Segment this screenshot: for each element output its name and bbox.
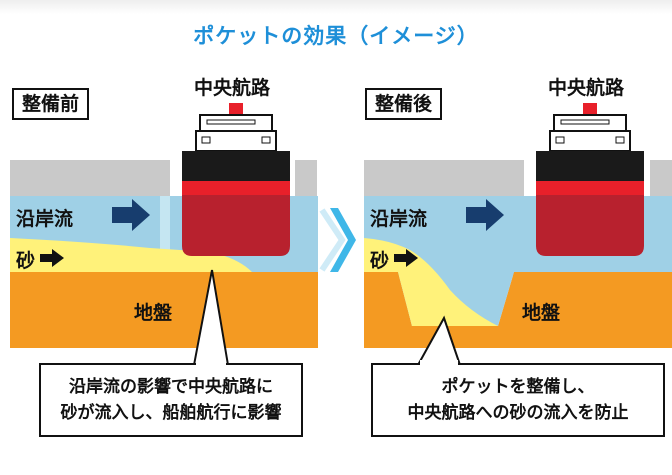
before-water-light — [160, 196, 170, 276]
after-current-arrow-icon — [466, 199, 504, 231]
after-caption-line1: ポケットを整備し、 — [441, 377, 595, 397]
before-ship-cabin — [195, 130, 277, 152]
before-ship-funnel — [229, 103, 243, 115]
before-ship-windows — [206, 119, 256, 125]
after-quay-left — [364, 160, 524, 196]
before-current-arrow-icon — [112, 199, 150, 231]
after-quay-right — [650, 160, 672, 196]
before-ground-label: 地盤 — [134, 302, 173, 324]
after-tag: 整備後 — [365, 88, 443, 120]
after-callout-pointer — [417, 315, 461, 366]
before-caption-line2: 砂が流入し、船舶航行に影響 — [60, 403, 282, 423]
before-caption-line1: 沿岸流の影響で中央航路に — [69, 377, 273, 397]
before-ship-deck — [182, 151, 290, 181]
before-sand-label: 砂 — [16, 250, 36, 272]
before-sand-layer — [10, 238, 252, 272]
before-quay-left — [10, 160, 170, 196]
before-ship-band — [182, 181, 290, 195]
before-caption: 沿岸流の影響で中央航路に 砂が流入し、船舶航行に影響 — [40, 374, 302, 426]
before-callout-pointer — [193, 269, 229, 366]
before-ship — [182, 103, 290, 256]
after-current-label: 沿岸流 — [370, 208, 428, 230]
top-band — [0, 0, 672, 14]
before-ship-bridge — [199, 114, 273, 132]
before-ground — [10, 272, 318, 348]
before-current-label: 沿岸流 — [16, 208, 74, 230]
after-sand-label: 砂 — [370, 250, 390, 272]
after-panel — [364, 103, 672, 437]
before-sand-arrow-icon — [40, 249, 64, 267]
before-quay-right — [295, 160, 317, 196]
before-panel — [10, 103, 318, 437]
before-channel-label: 中央航路 — [194, 77, 271, 99]
transition-arrow-icon — [330, 208, 356, 272]
before-ship-hull — [182, 195, 290, 256]
after-sand-arrow-icon — [394, 249, 418, 267]
after-caption-line2: 中央航路への砂の流入を防止 — [407, 403, 629, 423]
after-channel-label: 中央航路 — [548, 77, 625, 99]
before-tag: 整備前 — [12, 88, 90, 120]
after-callout-box — [371, 363, 665, 437]
page-title: ポケットの効果（イメージ） — [193, 24, 479, 48]
after-ship — [536, 103, 644, 256]
after-caption: ポケットを整備し、 中央航路への砂の流入を防止 — [372, 374, 664, 426]
before-callout-box — [39, 363, 303, 437]
after-ground-label: 地盤 — [522, 302, 561, 324]
